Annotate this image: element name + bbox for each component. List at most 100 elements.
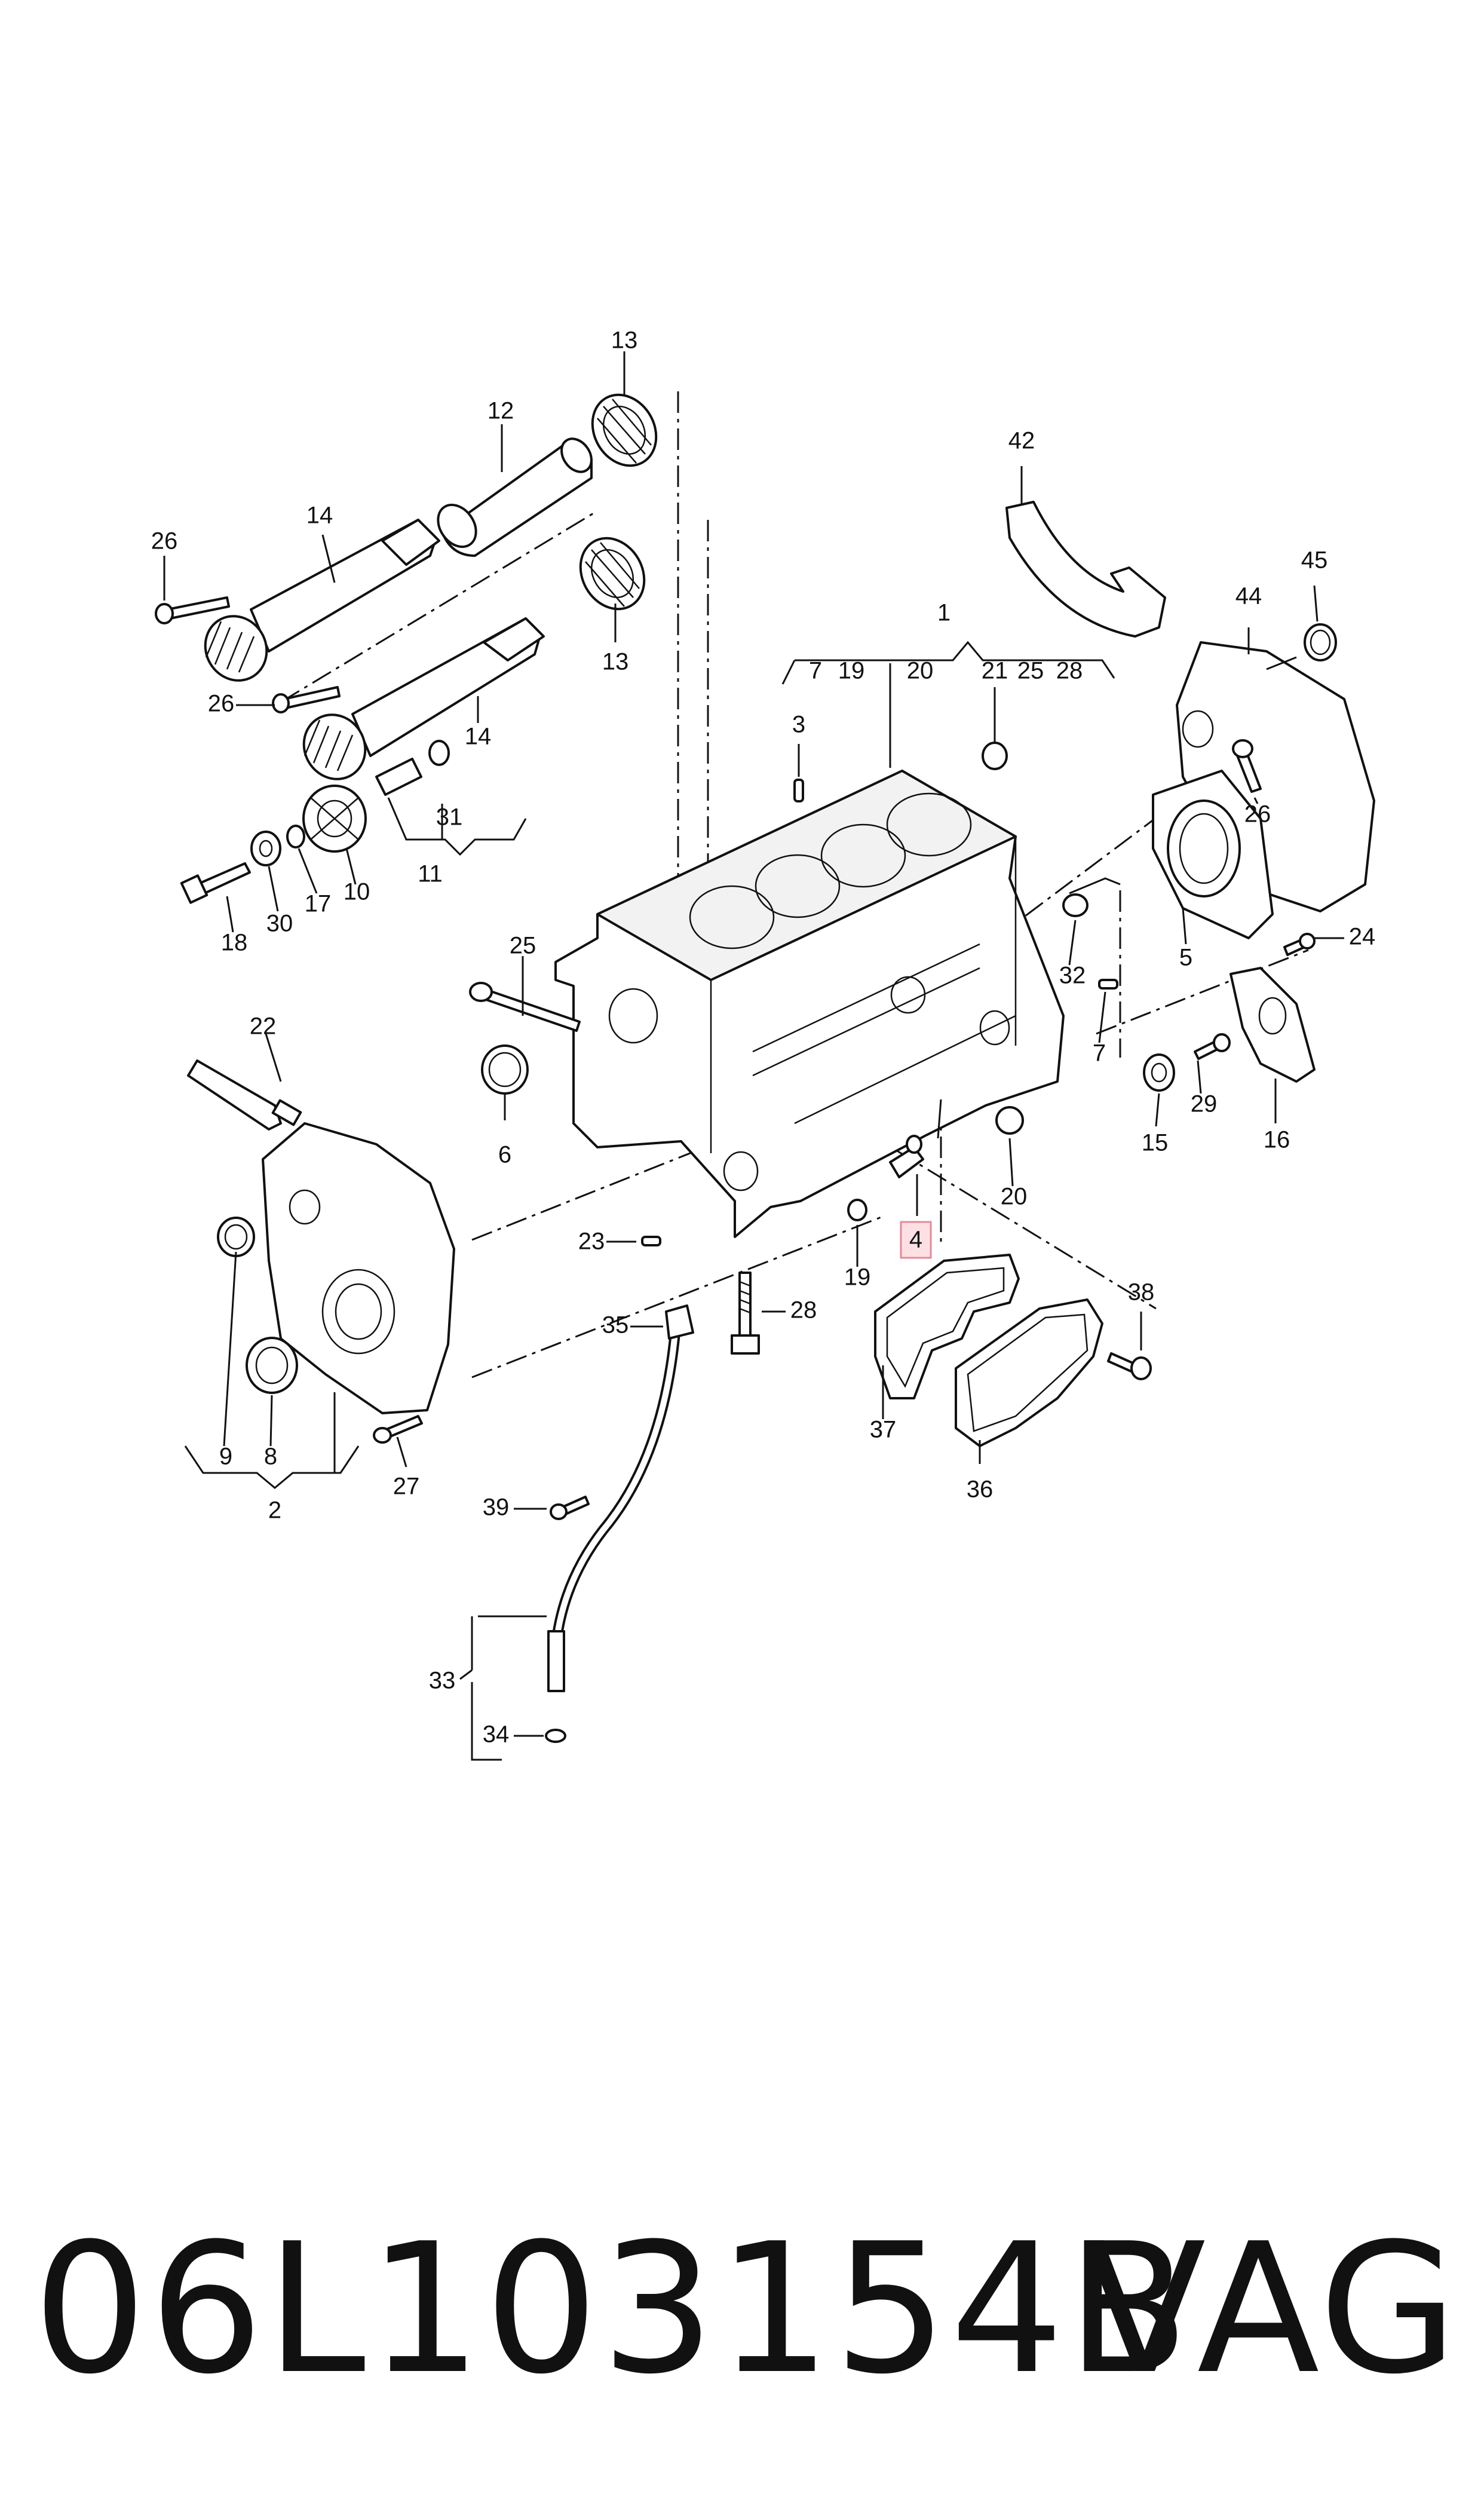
callout-3: 3: [792, 712, 805, 738]
callout-36: 36: [967, 1477, 994, 1503]
seal-19: [847, 1199, 867, 1221]
callout-7-b: 7: [1093, 1040, 1106, 1067]
sealant-tube-22: [187, 1059, 302, 1131]
callout-19: 19: [838, 658, 865, 684]
callout-16: 16: [1264, 1127, 1290, 1153]
callout-23: 23: [578, 1229, 605, 1255]
cylinder-block-1: [554, 770, 1065, 1238]
intermediate-gear-10: [302, 785, 367, 853]
callout-35: 35: [602, 1312, 629, 1338]
balance-shaft-housing-12: [437, 437, 593, 557]
callout-12: 12: [487, 398, 514, 424]
callout-42: 42: [1008, 428, 1035, 454]
callout-26-b: 26: [208, 691, 235, 717]
bolt-26-a: [155, 596, 230, 624]
sender-bracket-16: [1229, 967, 1316, 1083]
needle-bearing-13-top: [591, 393, 658, 467]
bolt-26-b: [272, 686, 341, 713]
dipstick-tube-33: [547, 1332, 680, 1692]
callout-9: 9: [219, 1444, 232, 1470]
callout-14-lower: 14: [465, 724, 492, 750]
brand-label: VAG: [1083, 2205, 1460, 2413]
dowel-3: [793, 779, 804, 802]
bolt-24: [1283, 933, 1316, 956]
pin-7: [1098, 979, 1118, 990]
leader-lines: [163, 351, 1344, 1761]
needle-bearing-13-mid: [579, 537, 646, 611]
callout-34: 34: [483, 1721, 510, 1748]
callout-14-upper: 14: [306, 503, 333, 529]
callout-8: 8: [264, 1444, 277, 1470]
bolt-38: [1107, 1352, 1152, 1380]
seal-flange-5: [1152, 770, 1274, 939]
stud-bolt-25: [469, 982, 581, 1032]
callout-25: 25: [1017, 658, 1044, 684]
callout-20-b: 20: [1001, 1184, 1028, 1210]
bolt-29: [1194, 1033, 1231, 1060]
balance-shaft-14-upper: [204, 519, 440, 682]
callout-44: 44: [1235, 583, 1262, 609]
callout-13-mid: 13: [602, 649, 629, 675]
plug-21: [982, 742, 1008, 770]
bolt-28: [731, 1272, 760, 1355]
callout-2: 2: [268, 1497, 281, 1524]
callout-26-c: 26: [1244, 801, 1271, 828]
callout-17: 17: [305, 891, 332, 917]
callout-28-b: 28: [790, 1297, 817, 1324]
sprocket-15: [1143, 1053, 1175, 1092]
callout-5: 5: [1179, 945, 1192, 971]
callout-22: 22: [250, 1013, 277, 1040]
callout-10: 10: [344, 879, 370, 905]
callout-1: 1: [937, 600, 951, 626]
oil-pump-seal-6: [481, 1044, 529, 1095]
washer-30: [250, 831, 281, 866]
callout-13-top: 13: [611, 327, 638, 354]
bolt-26-c: [1232, 739, 1262, 793]
callout-45: 45: [1301, 547, 1328, 574]
bolt-18: [180, 862, 251, 904]
cover-36: [955, 1298, 1103, 1447]
callout-25-b: 25: [510, 933, 536, 959]
o-ring-45: [1304, 623, 1337, 661]
callout-29: 29: [1191, 1091, 1218, 1117]
shaft-stub-11: [375, 740, 450, 796]
callout-33: 33: [429, 1668, 456, 1694]
callout-31: 31: [436, 804, 463, 831]
callout-37: 37: [870, 1417, 897, 1443]
callout-4: 4: [909, 1227, 922, 1253]
callout-26-a: 26: [151, 528, 178, 555]
oil-jet-4-highlighted: [889, 1099, 942, 1216]
dowel-23: [641, 1236, 661, 1246]
balance-shaft-14-lower: [302, 617, 545, 780]
baffle-42: [1005, 501, 1166, 638]
callout-20: 20: [907, 658, 934, 684]
shaft-seal-8: [246, 1337, 298, 1394]
bolt-27: [373, 1415, 423, 1444]
callout-27: 27: [393, 1474, 420, 1500]
highlight-box-part-4: [900, 1221, 932, 1259]
callout-32: 32: [1059, 963, 1086, 989]
callout-labels: 1 7 19 20 21 25 28 3 13 12 14 26 13 26 1…: [151, 327, 1376, 1748]
shaft-seal-9: [217, 1217, 255, 1257]
callout-28: 28: [1056, 658, 1083, 684]
callout-18: 18: [221, 930, 248, 956]
washer-17: [286, 825, 305, 848]
callout-15: 15: [1142, 1130, 1169, 1156]
part-number-label: 06L103154B: [33, 2205, 1192, 2413]
bolt-39: [550, 1496, 590, 1520]
callout-30: 30: [266, 911, 293, 937]
callout-19-b: 19: [844, 1264, 871, 1291]
dipstick-handle-35: [665, 1304, 694, 1340]
callout-6: 6: [498, 1142, 511, 1168]
plug-20: [995, 1106, 1024, 1135]
callout-24: 24: [1349, 924, 1376, 950]
gasket-37: [874, 1254, 1020, 1399]
callout-7: 7: [809, 658, 822, 684]
callout-21: 21: [982, 658, 1008, 684]
callout-11: 11: [418, 861, 443, 887]
callout-39: 39: [483, 1494, 510, 1521]
timing-cover-2: [262, 1122, 455, 1414]
callout-38: 38: [1128, 1279, 1155, 1306]
washer-32: [1062, 893, 1089, 917]
